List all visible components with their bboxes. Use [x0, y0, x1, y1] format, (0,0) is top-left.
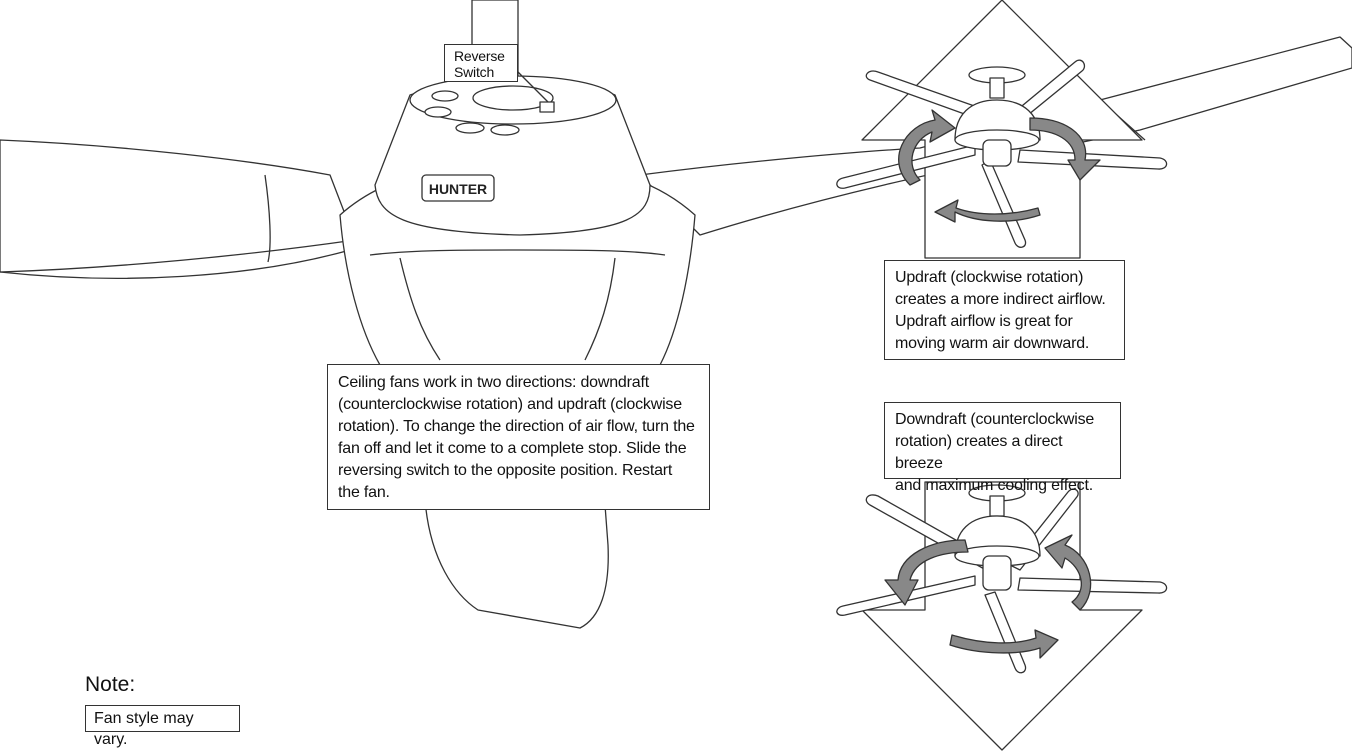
updraft-arrow-left [898, 109, 956, 186]
updraft-callout: Updraft (clockwise rotation) creates a m… [884, 260, 1125, 360]
reverse-switch-knob [539, 101, 555, 113]
downdraft-arrow-left [884, 539, 969, 606]
downdraft-arrow-right [1044, 534, 1092, 611]
updraft-arrow-right [1029, 117, 1101, 181]
note-heading: Note: [85, 673, 136, 696]
updraft-diagram [836, 0, 1168, 259]
downdraft-diagram [836, 481, 1168, 751]
note-text: Fan style may vary. [85, 705, 240, 748]
downdraft-callout: Downdraft (counterclockwise rotation) cr… [884, 402, 1121, 494]
front-blade [424, 499, 609, 629]
downdraft-arrow-bottom [949, 629, 1059, 659]
reverse-switch-callout: Reverse Switch [444, 44, 518, 82]
brand-label: HUNTER [429, 181, 487, 197]
updraft-arrow-bottom [934, 199, 1041, 223]
main-instructions-callout: Ceiling fans work in two directions: dow… [327, 364, 710, 510]
brand-plate [421, 174, 495, 202]
left-blade [0, 139, 356, 273]
